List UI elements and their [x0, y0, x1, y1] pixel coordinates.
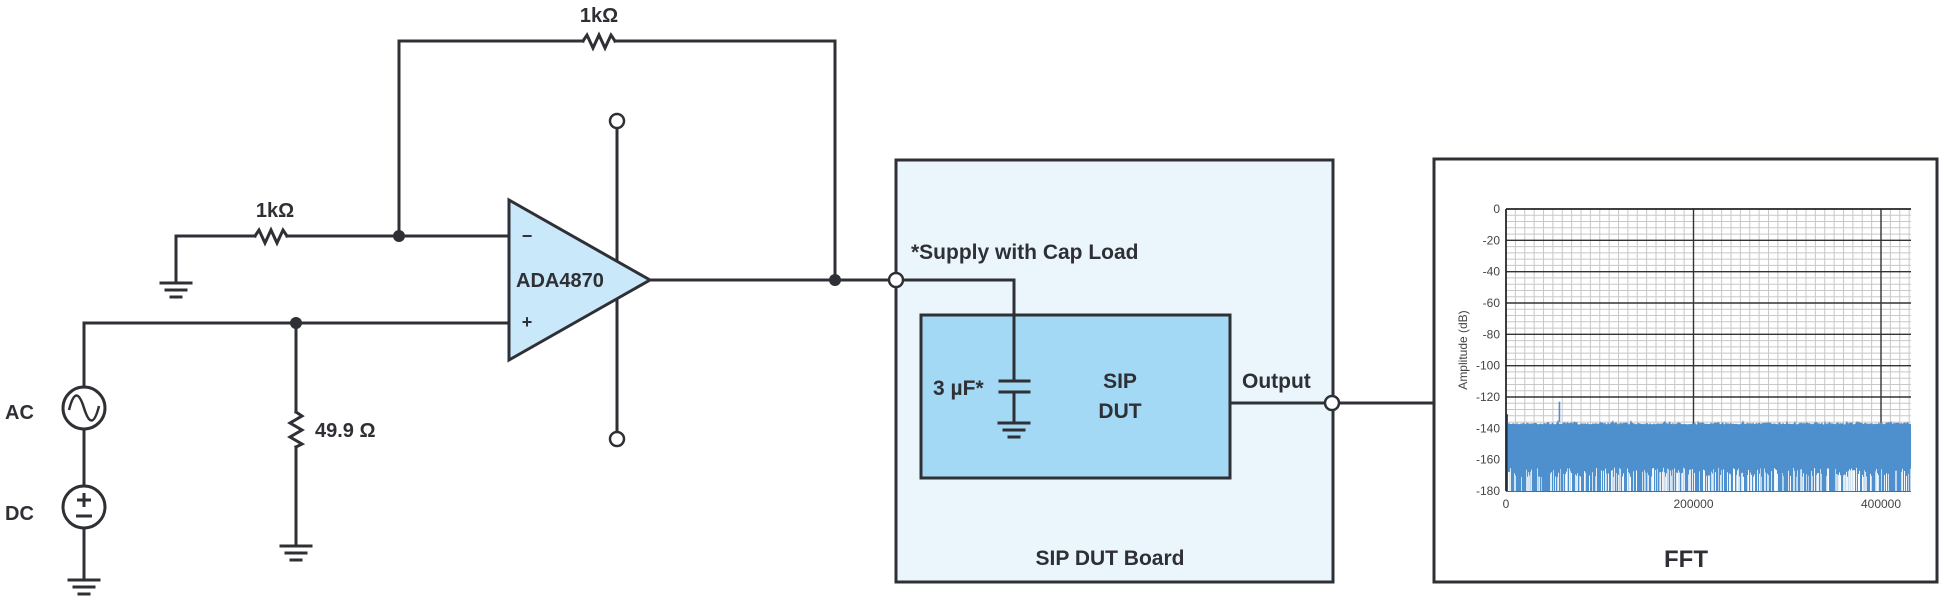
- fft-y-tick-labels: 0 -20 -40 -60 -80 -100 -120 -140 -160 -180: [1476, 202, 1500, 498]
- y-tick-label: -180: [1476, 484, 1500, 498]
- supply-note-label: *Supply with Cap Load: [911, 241, 1139, 264]
- feedback-resistor-icon: [580, 31, 618, 52]
- input-wire-left: [174, 234, 257, 282]
- output-label: Output: [1242, 370, 1311, 393]
- input-resistor-branch: 1kΩ: [159, 200, 511, 299]
- positive-supply-terminal: [608, 112, 626, 130]
- source-branch: AC DC 49.9 Ω: [5, 317, 511, 596]
- dc-source-label: DC: [5, 503, 34, 525]
- ac-source-icon: [61, 385, 107, 431]
- opamp-part-number: ADA4870: [516, 270, 604, 292]
- y-tick-label: -140: [1476, 421, 1500, 435]
- feedback-wire-right: [613, 39, 837, 282]
- opamp-plus-label: +: [522, 312, 533, 332]
- feedback-loop: 1kΩ: [397, 5, 837, 282]
- fft-spectrum: [1506, 401, 1911, 491]
- y-tick-label: -80: [1483, 327, 1501, 341]
- opamp-triangle-icon: [507, 197, 654, 363]
- ac-source-label: AC: [5, 402, 34, 424]
- y-tick-label: 0: [1493, 202, 1500, 216]
- dc-source-icon: [61, 484, 107, 530]
- x-tick-label: 400000: [1861, 497, 1901, 511]
- y-tick-label: -40: [1483, 265, 1501, 279]
- input-resistor-label: 1kΩ: [256, 200, 294, 222]
- fft-title: FFT: [1664, 546, 1708, 573]
- y-tick-label: -100: [1476, 359, 1500, 373]
- dut-label-line1: SIP: [1103, 370, 1137, 393]
- supply-input-terminal: [887, 271, 905, 289]
- termination-resistor-icon: [287, 409, 306, 450]
- ground-icon: [67, 578, 101, 596]
- feedback-wire-left: [397, 39, 585, 238]
- fft-panel-outline: [1432, 157, 1939, 584]
- fft-axes: [1505, 208, 1911, 491]
- junction-dot: [393, 230, 405, 242]
- capacitor-label: 3 µF*: [933, 377, 984, 400]
- x-tick-label: 200000: [1673, 497, 1713, 511]
- input-resistor-icon: [252, 226, 290, 247]
- capacitor-icon: [998, 379, 1031, 425]
- supply-wire: [894, 278, 1016, 383]
- sip-dut-block: [919, 313, 1232, 480]
- ground-icon: [279, 544, 313, 562]
- sip-dut-board: *Supply with Cap Load 3 µF* SIP DUT Outp…: [887, 158, 1435, 584]
- opamp-minus-label: −: [522, 226, 533, 246]
- opamp-ada4870: − + ADA4870: [507, 112, 891, 448]
- dut-label-line2: DUT: [1098, 400, 1141, 423]
- fft-y-axis-label: Amplitude (dB): [1456, 310, 1470, 389]
- feedback-resistor-label: 1kΩ: [580, 5, 618, 27]
- termination-resistor-label: 49.9 Ω: [315, 420, 376, 442]
- y-tick-label: -20: [1483, 233, 1501, 247]
- noninverting-input-wire: [82, 321, 511, 388]
- output-terminal: [1323, 394, 1341, 412]
- fft-panel: 0 -20 -40 -60 -80 -100 -120 -140 -160 -180 0 20000…: [1432, 157, 1939, 584]
- y-tick-label: -120: [1476, 390, 1500, 404]
- y-tick-label: -160: [1476, 453, 1500, 467]
- ground-icon: [997, 421, 1031, 439]
- board-title: SIP DUT Board: [1036, 547, 1185, 570]
- junction-dot: [829, 274, 841, 286]
- negative-supply-terminal: [608, 430, 626, 448]
- x-tick-label: 0: [1503, 497, 1510, 511]
- fft-x-tick-labels: 0 200000 400000: [1503, 497, 1902, 511]
- ground-icon: [159, 281, 193, 299]
- noise-floor-area: [1506, 419, 1911, 491]
- y-tick-label: -60: [1483, 296, 1501, 310]
